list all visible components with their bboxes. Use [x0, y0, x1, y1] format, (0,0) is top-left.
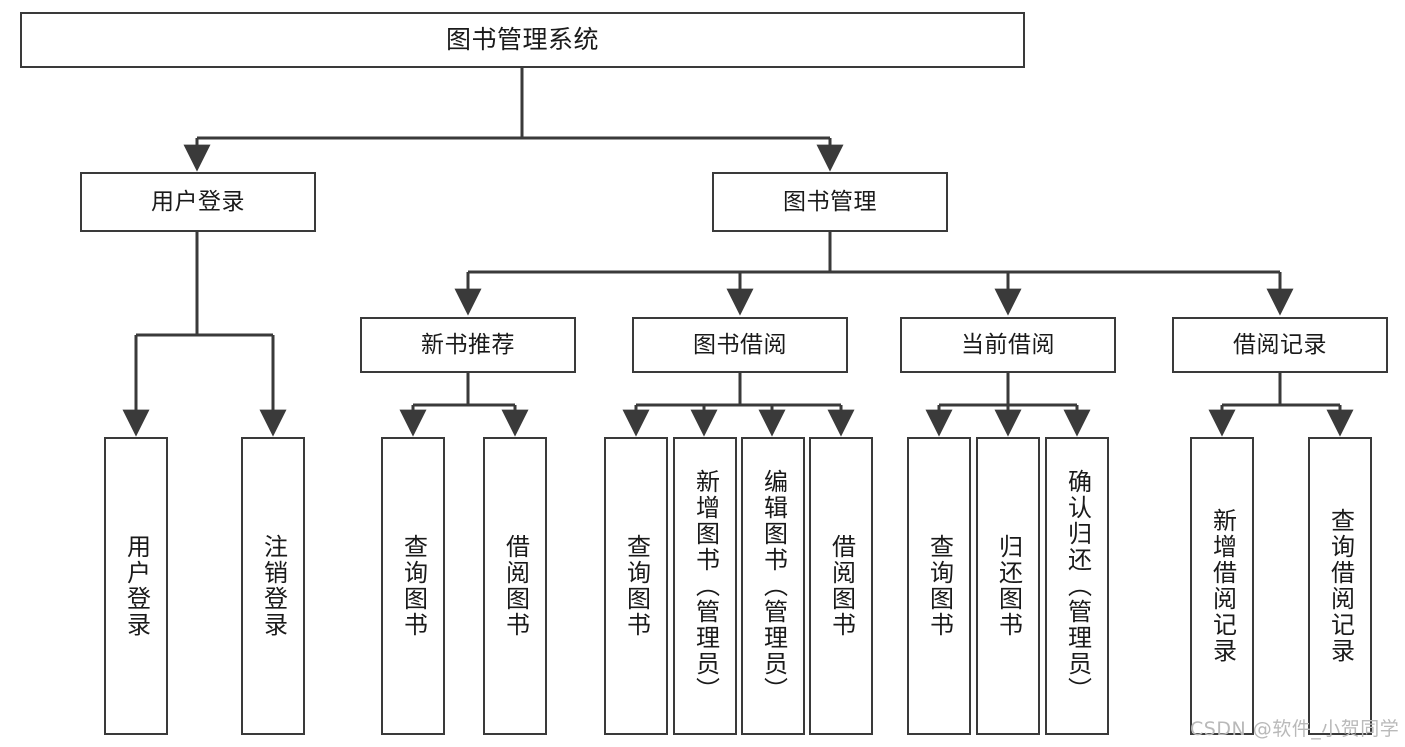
node-leaf-return-book[interactable]: 归还图书 [976, 437, 1040, 735]
node-new-book-rec[interactable]: 新书推荐 [360, 317, 576, 373]
node-leaf-confirm-return[interactable]: 确认归还（管理员） [1045, 437, 1109, 735]
node-leaf-query-book-c-label: 查询图书 [925, 534, 954, 638]
node-leaf-borrow-book-a[interactable]: 借阅图书 [483, 437, 547, 735]
node-leaf-return-book-label: 归还图书 [994, 534, 1023, 638]
node-book-borrow[interactable]: 图书借阅 [632, 317, 848, 373]
node-leaf-add-record[interactable]: 新增借阅记录 [1190, 437, 1254, 735]
node-leaf-query-book-a[interactable]: 查询图书 [381, 437, 445, 735]
node-user-login-label: 用户登录 [151, 188, 245, 215]
node-leaf-borrow-book-a-label: 借阅图书 [501, 534, 530, 638]
node-leaf-confirm-return-label: 确认归还（管理员） [1063, 469, 1092, 703]
node-new-book-rec-label: 新书推荐 [421, 331, 515, 358]
node-book-manage-label: 图书管理 [783, 188, 877, 215]
node-leaf-query-book-a-label: 查询图书 [399, 534, 428, 638]
node-borrow-record[interactable]: 借阅记录 [1172, 317, 1388, 373]
node-leaf-query-book-b[interactable]: 查询图书 [604, 437, 668, 735]
node-leaf-query-book-b-label: 查询图书 [622, 534, 651, 638]
node-book-borrow-label: 图书借阅 [693, 331, 787, 358]
node-book-manage[interactable]: 图书管理 [712, 172, 948, 232]
node-leaf-user-login[interactable]: 用户登录 [104, 437, 168, 735]
node-leaf-edit-book-label: 编辑图书（管理员） [759, 469, 788, 703]
node-root-label: 图书管理系统 [445, 24, 599, 54]
node-leaf-borrow-book-b-label: 借阅图书 [827, 534, 856, 638]
node-leaf-user-login-label: 用户登录 [122, 534, 151, 638]
node-current-borrow-label: 当前借阅 [961, 331, 1055, 358]
node-user-login[interactable]: 用户登录 [80, 172, 316, 232]
node-leaf-add-book[interactable]: 新增图书（管理员） [673, 437, 737, 735]
node-root[interactable]: 图书管理系统 [20, 12, 1025, 68]
node-leaf-borrow-book-b[interactable]: 借阅图书 [809, 437, 873, 735]
node-leaf-add-book-label: 新增图书（管理员） [691, 469, 720, 703]
node-leaf-logout[interactable]: 注销登录 [241, 437, 305, 735]
watermark-text: CSDN @软件_小贺同学 [1190, 718, 1400, 740]
node-leaf-query-record[interactable]: 查询借阅记录 [1308, 437, 1372, 735]
node-leaf-query-record-label: 查询借阅记录 [1326, 508, 1355, 664]
node-leaf-logout-label: 注销登录 [259, 534, 288, 638]
node-leaf-query-book-c[interactable]: 查询图书 [907, 437, 971, 735]
node-leaf-edit-book[interactable]: 编辑图书（管理员） [741, 437, 805, 735]
node-current-borrow[interactable]: 当前借阅 [900, 317, 1116, 373]
node-borrow-record-label: 借阅记录 [1233, 331, 1327, 358]
node-leaf-add-record-label: 新增借阅记录 [1208, 508, 1237, 664]
